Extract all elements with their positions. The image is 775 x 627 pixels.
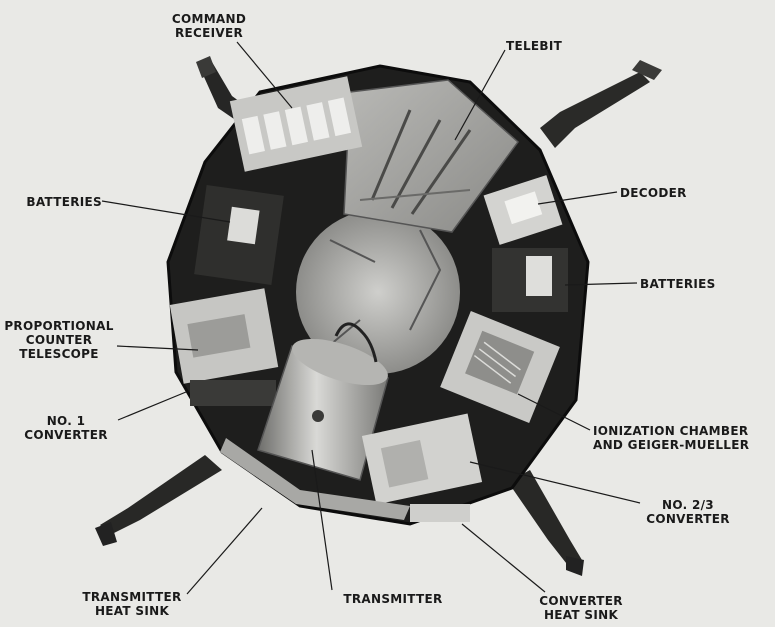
- label-transmitter: TRANSMITTER: [330, 592, 456, 606]
- batteries-right-unit: [492, 248, 568, 312]
- leader-lines: [101, 41, 641, 595]
- proportional-counter-unit: [169, 288, 279, 406]
- label-batteries-right: BATTERIES: [640, 277, 716, 291]
- label-proportional-counter: PROPORTIONAL COUNTER TELESCOPE: [0, 319, 118, 361]
- label-line: BATTERIES: [26, 195, 102, 209]
- label-converter-heat-sink: CONVERTER HEAT SINK: [528, 594, 634, 622]
- label-line: BATTERIES: [640, 277, 716, 291]
- label-line: COUNTER: [25, 333, 93, 347]
- label-line: TRANSMITTER: [82, 590, 182, 604]
- label-line: RECEIVER: [174, 26, 244, 40]
- decoder-unit: [483, 175, 563, 245]
- label-line: AND GEIGER-MUELLER: [593, 438, 750, 452]
- label-line: IONIZATION CHAMBER: [593, 424, 749, 438]
- label-batteries-left: BATTERIES: [8, 195, 102, 209]
- telebit-plate: [343, 79, 520, 233]
- converter-heat-sink-plate: [410, 504, 470, 522]
- label-telebit: TELEBIT: [506, 39, 562, 53]
- label-no1-converter: NO. 1 CONVERTER: [14, 414, 118, 442]
- label-decoder: DECODER: [620, 186, 687, 200]
- command-receiver-unit: [229, 76, 363, 172]
- label-line: PROPORTIONAL: [4, 319, 114, 333]
- label-line: NO. 2/3: [662, 498, 714, 512]
- ionization-chamber-unit: [440, 311, 560, 423]
- label-line: DECODER: [620, 186, 687, 200]
- label-line: HEAT SINK: [543, 608, 619, 622]
- label-no23-converter: NO. 2/3 CONVERTER: [638, 498, 738, 526]
- no23-converter-unit: [361, 413, 483, 505]
- label-line: CONVERTER: [539, 594, 623, 608]
- label-line: NO. 1: [46, 414, 86, 428]
- label-command-receiver: COMMAND RECEIVER: [164, 12, 254, 40]
- label-transmitter-heat-sink: TRANSMITTER HEAT SINK: [70, 590, 194, 618]
- label-line: CONVERTER: [24, 428, 108, 442]
- transmitter-heat-sink-rim: [220, 438, 410, 520]
- label-line: HEAT SINK: [94, 604, 170, 618]
- label-line: TELESCOPE: [19, 347, 99, 361]
- batteries-left-unit: [194, 185, 284, 285]
- label-ionization-chamber: IONIZATION CHAMBER AND GEIGER-MUELLER: [593, 424, 749, 452]
- label-line: COMMAND: [171, 12, 247, 26]
- label-line: TELEBIT: [506, 39, 563, 53]
- label-line: CONVERTER: [646, 512, 730, 526]
- transmitter-unit: [257, 322, 389, 481]
- label-line: TRANSMITTER: [343, 592, 443, 606]
